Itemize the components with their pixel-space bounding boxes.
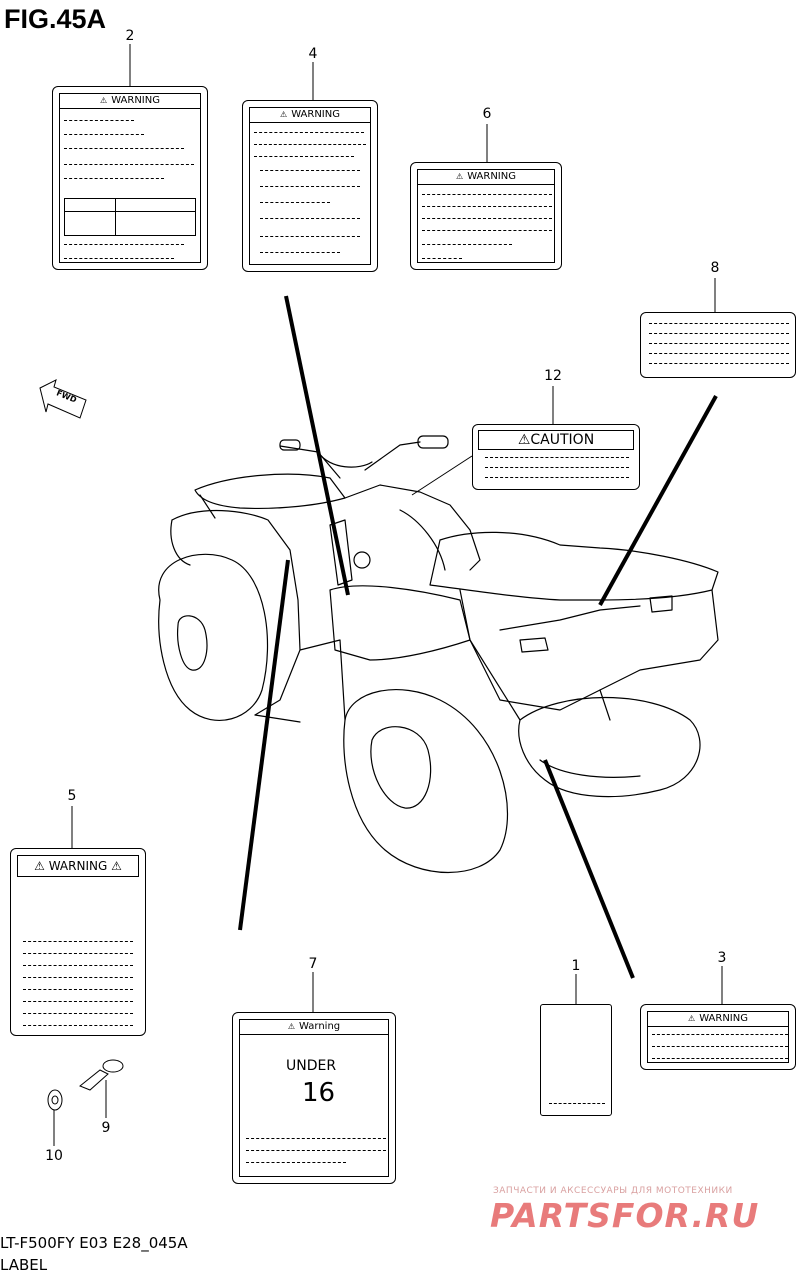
callout-9: 9 [101, 1120, 111, 1136]
label-1 [540, 1004, 612, 1116]
watermark-brand: PARTSFOR.RU [490, 1196, 760, 1235]
warning-triangle-icon: ⚠ [280, 110, 288, 119]
caution-triangle-icon: ⚠ [517, 432, 531, 448]
warning-label-7: ⚠Warning UNDER 16 [232, 1012, 396, 1184]
washer-part-10 [47, 1089, 63, 1111]
label-4-header: ⚠WARNING [250, 108, 370, 123]
warning-label-8 [640, 312, 796, 378]
warning-label-3: ⚠WARNING [640, 1004, 796, 1070]
warning-label-2: ⚠WARNING [52, 86, 208, 270]
label-7-header: ⚠Warning [240, 1020, 388, 1035]
watermark-tagline: ЗАПЧАСТИ И АКСЕССУАРЫ ДЛЯ МОТОТЕХНИКИ [493, 1186, 733, 1196]
label-6-header: ⚠WARNING [418, 170, 554, 185]
leader-lines-heavy [238, 295, 718, 979]
section-name: LABEL [0, 1256, 48, 1274]
figure-title: FIG.45A [4, 4, 107, 34]
caution-label-12: ⚠CAUTION [472, 424, 640, 490]
callout-10: 10 [45, 1148, 63, 1164]
warning-label-6: ⚠WARNING [410, 162, 562, 270]
warning-triangle-icon: ⚠ [34, 859, 45, 873]
clip-part-9 [79, 1059, 124, 1091]
label-6-title: WARNING [467, 171, 516, 182]
label-12-title: CAUTION [530, 432, 595, 448]
label-3-header: ⚠WARNING [648, 1012, 788, 1027]
warning-label-4: ⚠WARNING [242, 100, 378, 272]
label-3-title: WARNING [699, 1013, 748, 1024]
atv-outline [158, 435, 719, 874]
callout-3: 3 [717, 950, 727, 966]
callout-1: 1 [571, 958, 581, 974]
fwd-arrow [39, 379, 87, 419]
label-5-title: WARNING [48, 859, 108, 873]
label-2-table [64, 198, 196, 236]
model-code: LT-F500FY E03 E28_045A [0, 1234, 188, 1252]
leader-lines-thin [53, 44, 723, 1146]
under-16-number: 16 [302, 1078, 336, 1108]
label-2-header: ⚠WARNING [60, 94, 200, 109]
warning-triangle-icon: ⚠ [456, 172, 464, 181]
callout-5: 5 [67, 788, 77, 804]
warning-triangle-icon: ⚠ [287, 1022, 296, 1031]
callout-6: 6 [482, 106, 492, 122]
label-12-header: ⚠CAUTION [478, 430, 634, 450]
warning-triangle-icon: ⚠ [688, 1014, 696, 1023]
callout-12: 12 [544, 368, 562, 384]
callout-8: 8 [710, 260, 720, 276]
warning-label-5: ⚠ WARNING ⚠ [10, 848, 146, 1036]
callout-2: 2 [125, 28, 135, 44]
callout-4: 4 [308, 46, 318, 62]
label-7-title: Warning [299, 1021, 341, 1032]
label-2-title: WARNING [111, 95, 160, 106]
callout-7: 7 [308, 956, 318, 972]
warning-triangle-icon: ⚠ [100, 96, 108, 105]
under-text: UNDER [286, 1058, 337, 1074]
warning-triangle-icon: ⚠ [111, 859, 122, 873]
label-5-header: ⚠ WARNING ⚠ [17, 855, 139, 877]
label-4-title: WARNING [291, 109, 340, 120]
